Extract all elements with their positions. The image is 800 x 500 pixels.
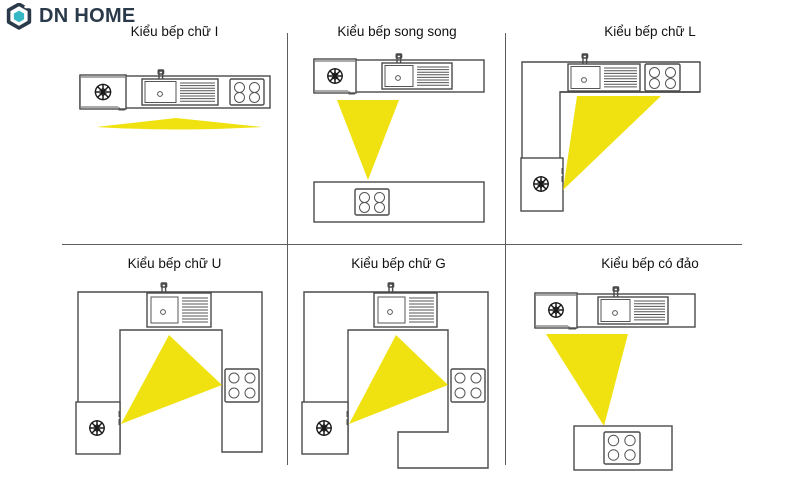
- panel-kieu-bep-chu-g: Kiểu bếp chữ G: [292, 256, 505, 471]
- panel-title: Kiểu bếp chữ I: [130, 24, 219, 39]
- diagram-l-shape-kitchen: [510, 50, 790, 235]
- diagram-g-shape-kitchen: [292, 282, 505, 470]
- snowflake-icon: [316, 420, 332, 436]
- sink-icon: [373, 282, 438, 328]
- work-triangle-shape: [563, 96, 661, 190]
- panel-title: Kiểu bếp có đảo: [601, 256, 699, 271]
- panel-kieu-bep-chu-l: Kiểu bếp chữ L: [510, 24, 790, 234]
- diagram-u-shape-kitchen: [62, 282, 287, 470]
- panel-title: Kiểu bếp song song: [337, 24, 457, 39]
- four-burner-cooktop-icon: [224, 368, 260, 403]
- work-triangle-shape: [121, 335, 222, 424]
- snowflake-icon: [89, 420, 105, 436]
- snowflake-icon: [548, 302, 564, 318]
- diagram-galley-kitchen: [292, 48, 502, 238]
- panel-kieu-bep-song-song: Kiểu bếp song song: [292, 24, 502, 234]
- diagram-single-line-kitchen: [62, 48, 287, 144]
- four-burner-cooktop-icon: [450, 368, 486, 403]
- snowflake-icon: [327, 68, 343, 84]
- four-burner-cooktop-icon: [603, 431, 641, 465]
- brand-name: DN HOME: [39, 5, 136, 27]
- panel-title: Kiểu bếp chữ L: [604, 24, 696, 39]
- grid-divider-horizontal: [62, 244, 742, 245]
- snowflake-icon: [94, 83, 112, 101]
- sink-icon: [141, 69, 219, 106]
- panel-title: Kiểu bếp chữ U: [127, 256, 222, 271]
- four-burner-cooktop-icon: [354, 188, 390, 216]
- four-burner-cooktop-icon: [644, 63, 681, 92]
- sink-icon: [597, 286, 669, 325]
- work-triangle-shape: [96, 118, 262, 130]
- sink-icon: [381, 53, 453, 90]
- grid-divider-vertical-right: [505, 33, 506, 465]
- sink-icon: [567, 53, 641, 92]
- snowflake-icon: [533, 176, 549, 192]
- panel-kieu-bep-co-dao: Kiểu bếp có đảo: [510, 256, 790, 471]
- grid-divider-vertical-left: [287, 33, 288, 465]
- brand-logo: DN HOME: [6, 2, 136, 30]
- panel-title: Kiểu bếp chữ G: [351, 256, 446, 271]
- panel-kieu-bep-chu-u: Kiểu bếp chữ U: [62, 256, 287, 471]
- work-triangle-shape: [349, 335, 448, 424]
- four-burner-cooktop-icon: [229, 78, 265, 106]
- panel-kieu-bep-chu-i: Kiểu bếp chữ I: [62, 24, 287, 144]
- hexagon-logo-icon: [6, 2, 32, 30]
- work-triangle-shape: [337, 100, 399, 180]
- sink-icon: [146, 282, 212, 328]
- work-triangle-shape: [546, 334, 628, 426]
- diagram-island-kitchen: [510, 282, 790, 471]
